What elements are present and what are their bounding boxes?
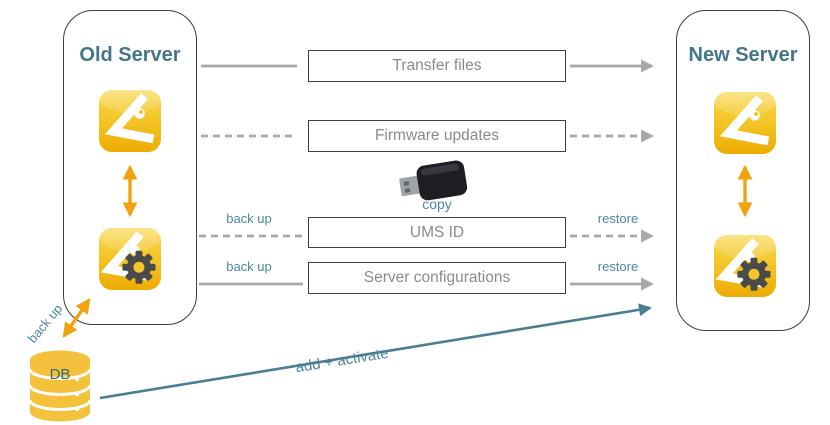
database-glyph [28,350,92,422]
usb-stick-glyph [399,160,468,201]
db-backup-label: back up [24,301,66,346]
copy-label: copy [422,196,452,212]
database-cylinder-icon [28,348,92,425]
process-box-label: Firmware updates [374,127,500,144]
igel-app-icon [99,90,161,152]
process-box-transfer-files: Transfer files [308,50,566,82]
process-box-firmware-updates: Firmware updates [308,120,566,152]
igel-config-glyph [715,238,771,291]
old-server-title: Old Server [79,44,181,66]
igel-swoosh-glyph [719,95,770,146]
new-server-title: New Server [688,44,798,66]
backup-label-server-configurations: back up [226,259,272,274]
igel-config-gear-icon [714,235,776,297]
usb-stick-icon [394,156,476,213]
restore-label-ums-id: restore [597,211,639,226]
gear-icon [122,250,156,284]
backup-label-ums-id: back up [226,211,272,226]
igel-app-icon [714,92,776,154]
igel-config-glyph [100,231,156,284]
restore-label-server-configurations: restore [597,259,639,274]
add-activate-label: add + activate [294,344,390,377]
igel-config-gear-icon [99,228,161,290]
process-box-server-configurations: Server configurations [308,262,566,294]
process-box-label: UMS ID [409,223,465,241]
process-box-label: Transfer files [392,57,482,74]
db-label: DB [49,366,71,383]
igel-swoosh-glyph [104,93,155,144]
process-box-ums-id: UMS ID [308,217,566,248]
process-box-label: Server configurations [363,269,511,286]
gear-icon [737,257,771,291]
